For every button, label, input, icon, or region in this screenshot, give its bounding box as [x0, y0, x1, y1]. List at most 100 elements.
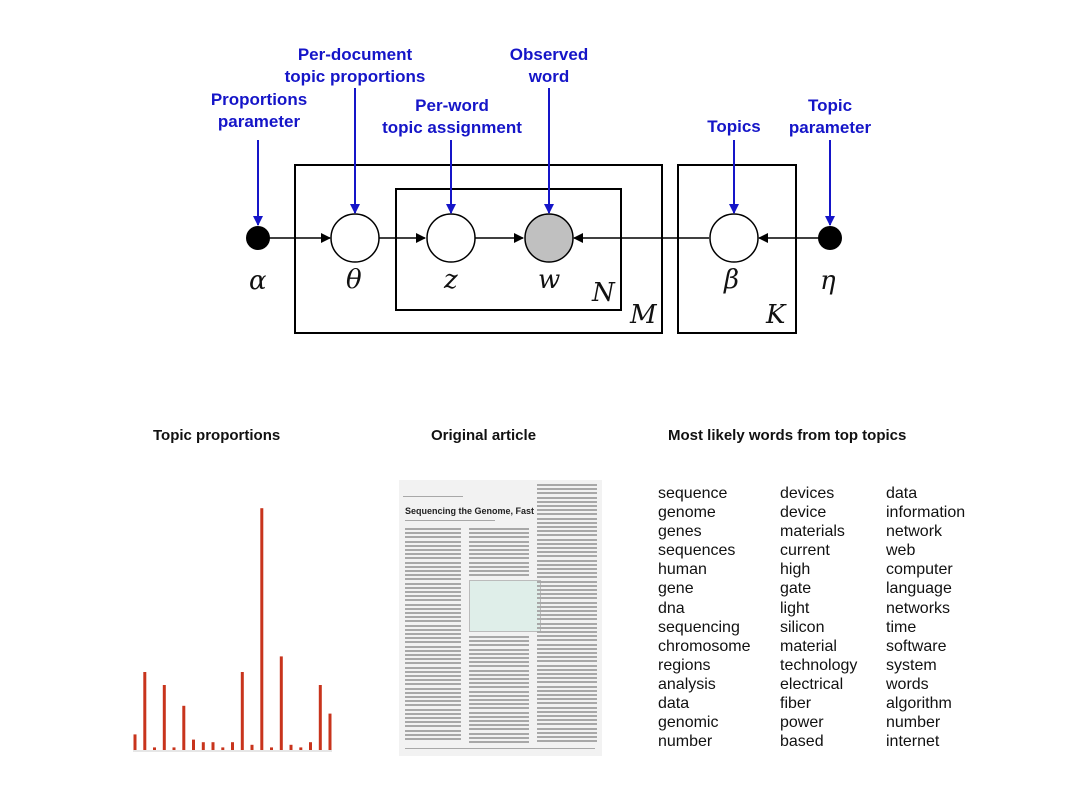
topic-word: technology [780, 656, 858, 674]
node-eta [818, 226, 842, 250]
topic-word: fiber [780, 695, 812, 713]
topic-word: high [780, 561, 811, 579]
topic-bar [172, 747, 176, 750]
article-text-line [469, 652, 529, 655]
topic-word: computer [886, 561, 953, 579]
article-text-line [405, 654, 461, 656]
article-text-line [469, 574, 529, 577]
article-text-line [537, 614, 597, 617]
topic-word: genes [658, 523, 702, 541]
article-text-line [537, 643, 597, 646]
article-text-line [537, 727, 597, 730]
article-text-line [537, 563, 597, 566]
topic-bar [318, 685, 322, 750]
article-text-line [469, 736, 529, 739]
topic-word: regions [658, 656, 711, 674]
article-text-line [537, 647, 597, 650]
topic-word: internet [886, 733, 940, 751]
article-text-line [537, 656, 597, 659]
article-text-line [537, 673, 597, 675]
article-text-line [537, 589, 597, 591]
article-text-line [469, 661, 529, 664]
article-text-line [405, 738, 461, 740]
node-z [426, 213, 476, 263]
topic-word: human [658, 561, 707, 579]
article-text-line [537, 677, 597, 680]
topic-word: material [780, 637, 837, 655]
article-text-line [537, 584, 597, 587]
topic-bar [240, 672, 244, 750]
article-text-line [469, 553, 529, 556]
topic-bar [279, 656, 283, 750]
article-text-line [537, 517, 597, 520]
article-text-line [405, 645, 461, 648]
topic-bar [211, 742, 215, 750]
article-text-line [405, 544, 461, 547]
article-text-line [405, 582, 461, 585]
topic-word: number [886, 714, 941, 732]
article-text-line [537, 618, 597, 621]
article-text-line [537, 542, 597, 545]
article-text-line [405, 574, 461, 577]
article-text-line [405, 691, 461, 694]
article-text-line [405, 670, 461, 673]
article-text-line [405, 532, 461, 535]
article-headline: Sequencing the Genome, Fast [405, 506, 535, 516]
article-text-line [469, 715, 529, 718]
article-text-line [405, 700, 461, 703]
article-text-line [537, 580, 597, 583]
topic-bar [270, 747, 273, 750]
article-text-line [405, 733, 461, 736]
topic-bar [201, 742, 205, 750]
article-text-line [537, 601, 597, 604]
article-text-line [469, 694, 529, 697]
topic-word: light [780, 599, 810, 617]
article-text-line [537, 521, 597, 524]
article-text-line [537, 652, 597, 654]
article-text-line [537, 538, 597, 541]
node-theta [330, 213, 380, 263]
topic-bar [289, 744, 293, 750]
article-text-line [537, 694, 597, 696]
article-text-line [537, 698, 597, 701]
label-topics: Topics [707, 117, 761, 136]
article-text-line [537, 740, 597, 743]
article-text-line [405, 748, 595, 749]
article-text-line [405, 717, 461, 719]
article-text-line [405, 565, 461, 568]
article-text-line [537, 534, 597, 537]
article-text-line [537, 492, 597, 495]
article-text-line [405, 662, 461, 665]
article-text-line [405, 570, 461, 572]
article-text-line [537, 576, 597, 579]
plate-M [294, 164, 663, 334]
article-text-line [469, 565, 529, 568]
article-text-line [405, 666, 461, 669]
article-text-line [537, 631, 597, 633]
article-text-line [469, 648, 529, 651]
node-beta [709, 213, 759, 263]
original-article-title: Original article [431, 427, 537, 444]
article-text-line [537, 639, 597, 642]
article-text-line [469, 690, 529, 693]
article-text-line [405, 637, 461, 640]
article-text-line [537, 505, 597, 507]
topic-word: genomic [658, 714, 719, 732]
plate-K [677, 164, 797, 334]
plate-label-K: K [766, 300, 786, 330]
node-w [524, 213, 574, 263]
article-text-line [405, 595, 461, 598]
topic-word: sequence [658, 485, 728, 502]
article-text-line [537, 488, 597, 491]
topic-bar [143, 672, 147, 750]
article-text-line [537, 635, 597, 638]
article-text-line [537, 736, 597, 738]
article-text-line [537, 568, 597, 570]
article-text-line [403, 496, 463, 497]
article-text-line [405, 725, 461, 728]
topic-word: electrical [780, 675, 844, 693]
